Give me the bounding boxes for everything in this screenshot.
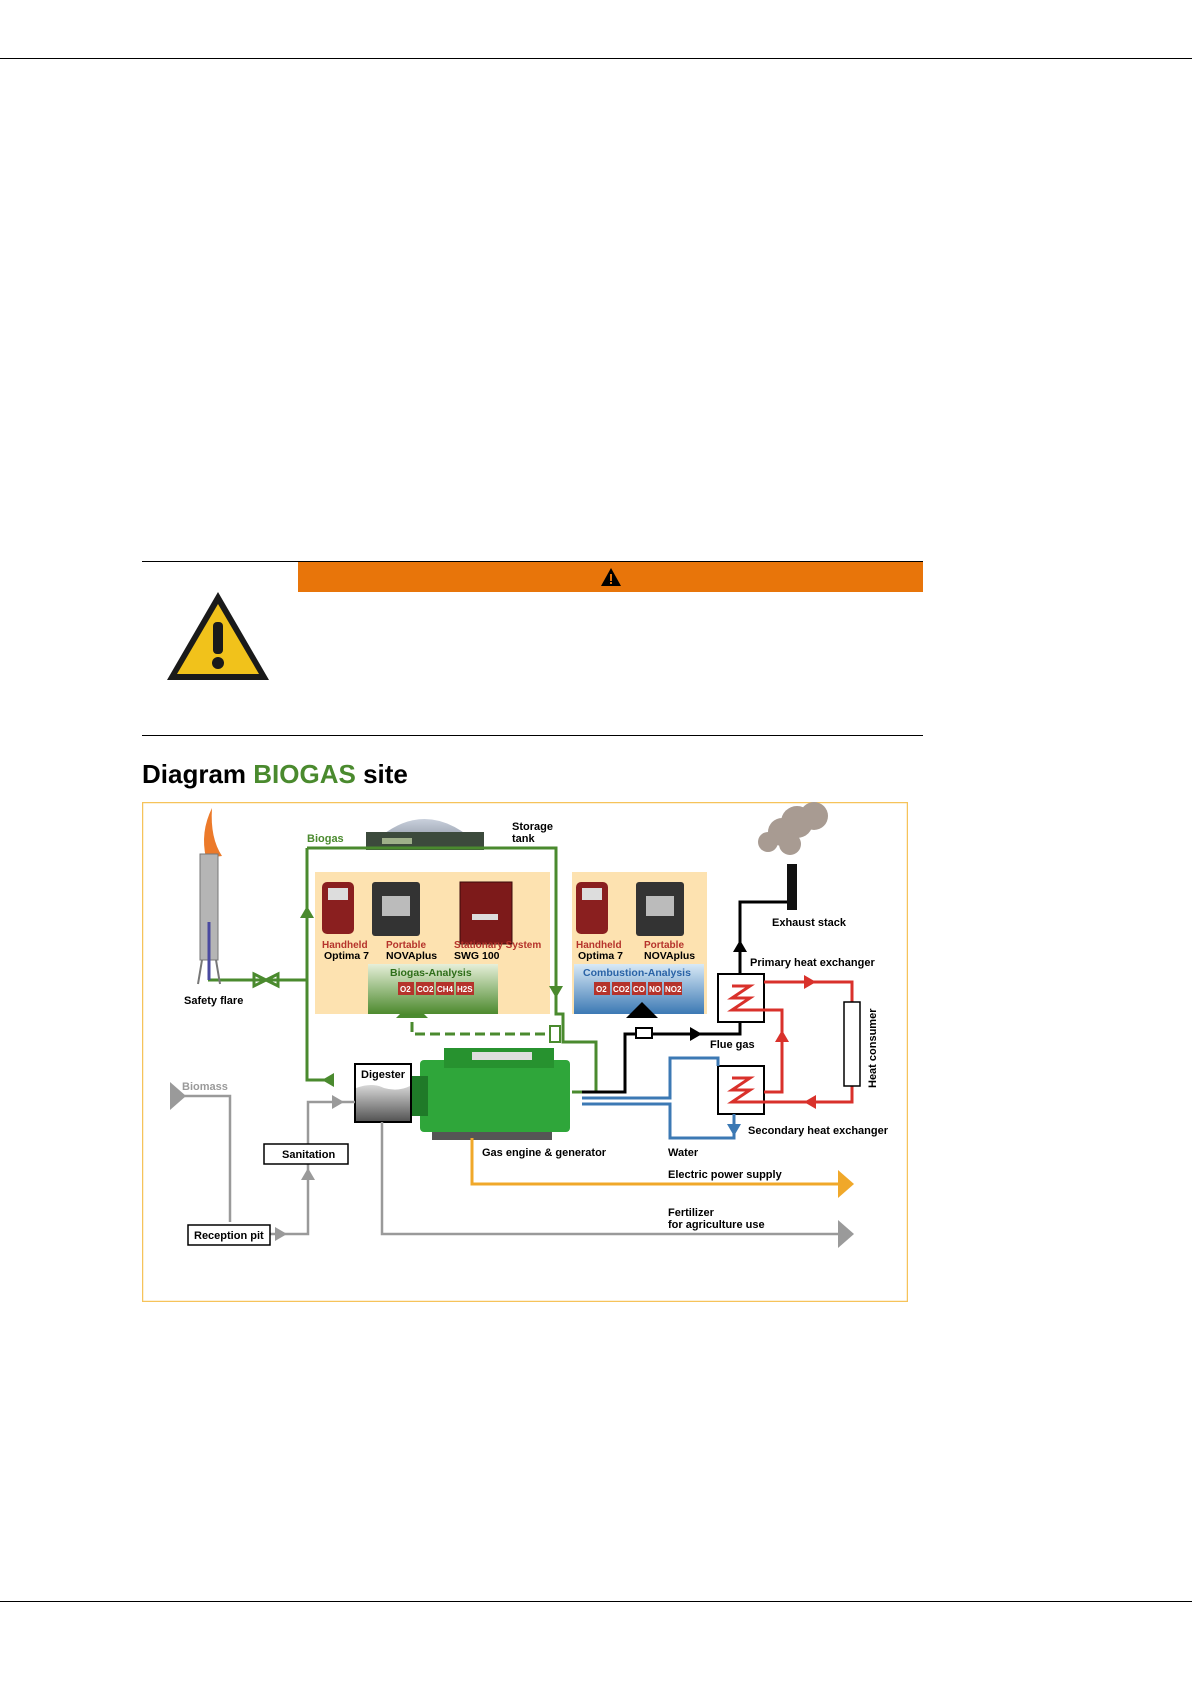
electric-power-arrow [838,1170,854,1198]
warning-triangle-icon [167,592,269,680]
gas-engine-label: Gas engine & generator [482,1147,607,1159]
electric-power-label: Electric power supply [668,1169,783,1181]
electric-power-line [470,1138,842,1186]
warning-small-icon [600,568,621,586]
secondary-heat-exchanger-label: Secondary heat exchanger [748,1125,889,1137]
biogas-arrow-up [300,906,314,918]
digester-contents [356,1085,410,1121]
digester-label: Digester [361,1069,406,1081]
smoke-cloud-image [758,802,828,855]
gas-badge-label: O2 [596,985,607,994]
gas-badge-label: O2 [400,985,411,994]
gas-badge-label: H2S [457,985,473,994]
gas-badge-label: CO [633,985,645,994]
gas-badge-label: CO2 [417,985,434,994]
gas-badge [632,982,646,995]
flue-gas-label: Flue gas [710,1039,755,1051]
flue-gas-arrow-right [690,1027,702,1041]
storage-tank-image [366,819,484,850]
header-rule [0,58,1192,59]
gas-badge [612,982,630,995]
water-arrow [727,1124,741,1136]
material-arrow-1 [301,1168,315,1180]
safety-flare-label: Safety flare [184,995,243,1007]
valve-icon [252,971,280,989]
gas-badge-label: CO2 [613,985,630,994]
comb-device-2-type: Portable [644,940,684,951]
material-arrow-3 [332,1095,344,1109]
title-accent: BIOGAS [253,759,356,789]
bio-device-2-name: NOVAplus [386,950,437,962]
diagram-title: Diagram BIOGAS site [142,759,408,790]
reception-pit-label: Reception pit [194,1230,264,1242]
gas-badge [594,982,610,995]
comb-device-1-type: Handheld [576,940,622,951]
sample-tap-biogas [549,1025,561,1043]
flue-gas-arrow-up [733,940,747,952]
biogas-arrow-down [549,986,563,998]
heat-consumer-box [843,1001,861,1087]
material-arrow-2 [275,1227,287,1241]
gas-engine-generator-image [410,1048,570,1140]
combustion-analysis-title: Combustion-Analysis [583,967,691,979]
gas-badge [416,982,434,995]
gas-badge [398,982,414,995]
stationary-swg100-image [459,881,513,945]
bio-device-3-type: Stationary System [454,940,541,951]
exhaust-stack-label: Exhaust stack [772,917,847,929]
handheld-optima7-image [322,882,354,934]
water-label: Water [668,1147,699,1159]
warning-bottom-rule [142,735,923,736]
comb-device-1-name: Optima 7 [578,950,623,962]
portable-novaplus-image-2 [636,882,684,936]
handheld-optima7-image-2 [576,882,608,934]
heat-arrow-3 [804,1095,816,1109]
exhaust-stack-image [787,864,797,910]
portable-novaplus-image [372,882,420,936]
heat-lines [727,980,854,1104]
gas-badge-label: NO [649,985,661,994]
heat-arrow-2 [775,1030,789,1042]
storage-tank-label-1: Storage [512,821,553,833]
bio-device-3-name: SWG 100 [454,950,500,962]
sample-tap-flue [635,1027,653,1039]
gas-badge [664,982,682,995]
bio-device-1-name: Optima 7 [324,950,369,962]
warning-top-rule [142,561,923,562]
fertilizer-label-2: for agriculture use [668,1219,765,1231]
title-suffix: site [355,759,408,789]
combustion-gas-badges: O2 CO2 CO NO NO2 [594,982,682,995]
gas-badge [436,982,454,995]
biogas-gas-badges: O2 CO2 CH4 H2S [398,982,474,995]
warning-header-bar [298,562,923,592]
storage-tank-label-2: tank [512,833,536,845]
gas-badge-label: CH4 [437,985,454,994]
biomass-arrow [170,1082,186,1110]
heat-arrow-1 [804,975,816,989]
biogas-analysis-title: Biogas-Analysis [390,967,472,979]
bio-device-2-type: Portable [386,940,426,951]
gas-badge-label: NO2 [665,985,682,994]
bio-device-1-type: Handheld [322,940,368,951]
gas-badge [648,982,662,995]
title-prefix: Diagram [142,759,254,789]
heat-consumer-label: Heat consumer [867,1008,879,1088]
biogas-arrow-left [322,1073,334,1087]
safety-flare-image [197,808,222,985]
combustion-analysis-arrow [626,1002,658,1018]
gas-badge [456,982,474,995]
reception-pit-box [187,1224,271,1246]
fertilizer-label-1: Fertilizer [668,1207,715,1219]
sanitation-box [263,1143,349,1165]
sanitation-label: Sanitation [282,1149,335,1161]
biomass-label: Biomass [182,1081,228,1093]
biogas-label: Biogas [307,833,344,845]
primary-heat-exchanger-label: Primary heat exchanger [750,957,875,969]
fertilizer-arrow [838,1220,854,1248]
biogas-site-diagram: Storage tank Biogas Safety flare Handhel… [142,802,908,1302]
footer-rule [0,1601,1192,1602]
comb-device-2-name: NOVAplus [644,950,695,962]
